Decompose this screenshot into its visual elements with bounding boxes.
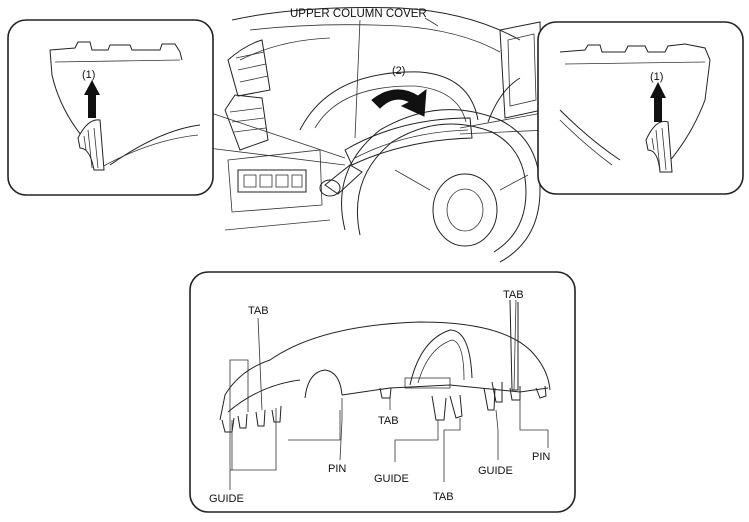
arrow-up-icon-right xyxy=(650,82,666,122)
tab-top-right-label: TAB xyxy=(503,289,524,301)
guide-mid-label: GUIDE xyxy=(374,473,409,485)
arrow-up-icon-left xyxy=(84,80,100,118)
bottom-detail-box xyxy=(189,271,576,513)
tab-mid-label: TAB xyxy=(378,415,399,427)
right-detail-bubble xyxy=(537,21,744,195)
curved-arrow-icon xyxy=(371,88,427,117)
upper-column-cover-label: UPPER COLUMN COVER xyxy=(290,8,427,20)
tab-top-left-label: TAB xyxy=(248,305,269,317)
dashboard-scene xyxy=(224,7,549,263)
tab-bottom-label: TAB xyxy=(433,491,454,503)
step-1-left-label: (1) xyxy=(82,69,95,81)
guide-right-label: GUIDE xyxy=(478,465,513,477)
step-2-label: (2) xyxy=(392,65,405,77)
step-1-right-label: (1) xyxy=(650,71,663,83)
pin-right-label: PIN xyxy=(532,451,550,463)
left-detail-bubble xyxy=(7,19,346,196)
guide-left-label: GUIDE xyxy=(209,493,244,505)
upper-column-cover-leader xyxy=(354,19,361,139)
pin-left-label: PIN xyxy=(328,463,346,475)
